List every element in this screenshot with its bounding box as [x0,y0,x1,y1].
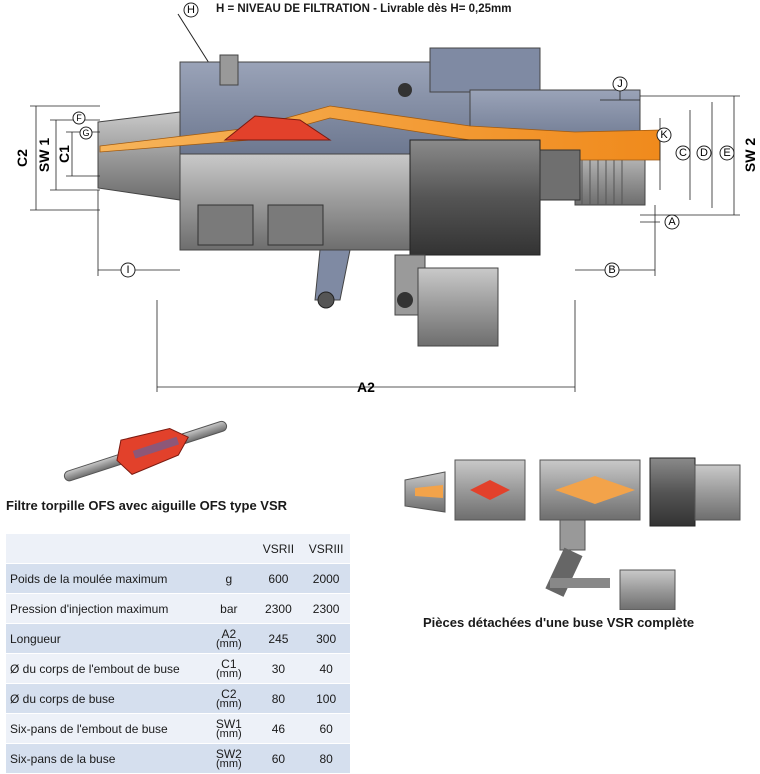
row-value-vsrii: 80 [254,683,303,714]
row-unit: A2(mm) [203,623,255,654]
table-header-cell [6,534,204,564]
table-row: Pression d'injection maximum bar 2300 23… [6,593,350,624]
row-unit: C1(mm) [203,653,255,684]
filter-torpedo-image [63,420,228,482]
row-value-vsriii: 40 [302,653,350,684]
row-unit: bar [203,593,255,624]
label-e: E [723,147,730,159]
row-value-vsrii: 600 [254,563,303,594]
row-unit: SW2(mm) [203,743,255,774]
row-value-vsrii: 30 [254,653,303,684]
table-row: Six-pans de la buse SW2(mm) 60 80 [6,743,350,774]
label-d: D [700,147,708,159]
row-value-vsriii: 60 [302,713,350,744]
label-g: G [82,128,89,138]
parts-caption: Pièces détachées d'une buse VSR complète [423,615,695,630]
row-value-vsrii: 245 [254,623,303,654]
label-sw2: SW 2 [742,138,758,172]
table-row: Ø du corps de buse C2(mm) 80 100 [6,683,350,714]
hex-nut [409,139,541,256]
label-c1: C1 [56,145,72,163]
row-unit: g [203,563,255,594]
label-f: F [76,113,82,123]
row-value-vsrii: 60 [254,743,303,774]
row-value-vsriii: 2300 [302,593,350,624]
spec-table: VSRII VSRIII Poids de la moulée maximum … [6,534,350,774]
label-j: J [617,78,623,90]
label-a2: A2 [357,379,375,395]
label-c: C [679,147,687,159]
row-value-vsriii: 300 [302,623,350,654]
table-row: Six-pans de l'embout de buse SW1(mm) 46 … [6,713,350,744]
row-label: Ø du corps de buse [6,683,204,714]
row-unit: C2(mm) [203,683,255,714]
row-label: Pression d'injection maximum [6,593,204,624]
filtration-note: H = NIVEAU DE FILTRATION - Livrable dès … [216,3,512,15]
row-label: Longueur [6,623,204,654]
table-header-cell [203,534,255,564]
table-header-vsrii: VSRII [254,534,303,564]
row-value-vsriii: 80 [302,743,350,774]
filter-caption: Filtre torpille OFS avec aiguille OFS ty… [6,498,288,513]
label-sw1: SW 1 [36,138,52,172]
row-value-vsriii: 100 [302,683,350,714]
nozzle-technical-drawing: H F G I J K C D E A B C2 SW 1 C1 SW 2 A2 [14,2,758,395]
label-i: I [126,264,129,276]
row-label: Poids de la moulée maximum [6,563,204,594]
label-b: B [608,264,615,276]
row-unit: SW1(mm) [203,713,255,744]
row-label: Six-pans de l'embout de buse [6,713,204,744]
label-k: K [660,129,668,141]
row-value-vsriii: 2000 [302,563,350,594]
label-a: A [668,216,676,228]
table-row: Ø du corps de l'embout de buse C1(mm) 30… [6,653,350,684]
row-value-vsrii: 2300 [254,593,303,624]
label-c2: C2 [14,149,30,167]
row-label: Six-pans de la buse [6,743,204,774]
spare-parts-image [404,457,741,610]
table-header-vsriii: VSRIII [302,534,350,564]
row-label: Ø du corps de l'embout de buse [6,653,204,684]
label-h: H [187,4,195,16]
table-row: Poids de la moulée maximum g 600 2000 [6,563,350,594]
table-row: Longueur A2(mm) 245 300 [6,623,350,654]
row-value-vsrii: 46 [254,713,303,744]
table-header-row: VSRII VSRIII [6,534,350,564]
actuator-cylinder [417,267,499,347]
